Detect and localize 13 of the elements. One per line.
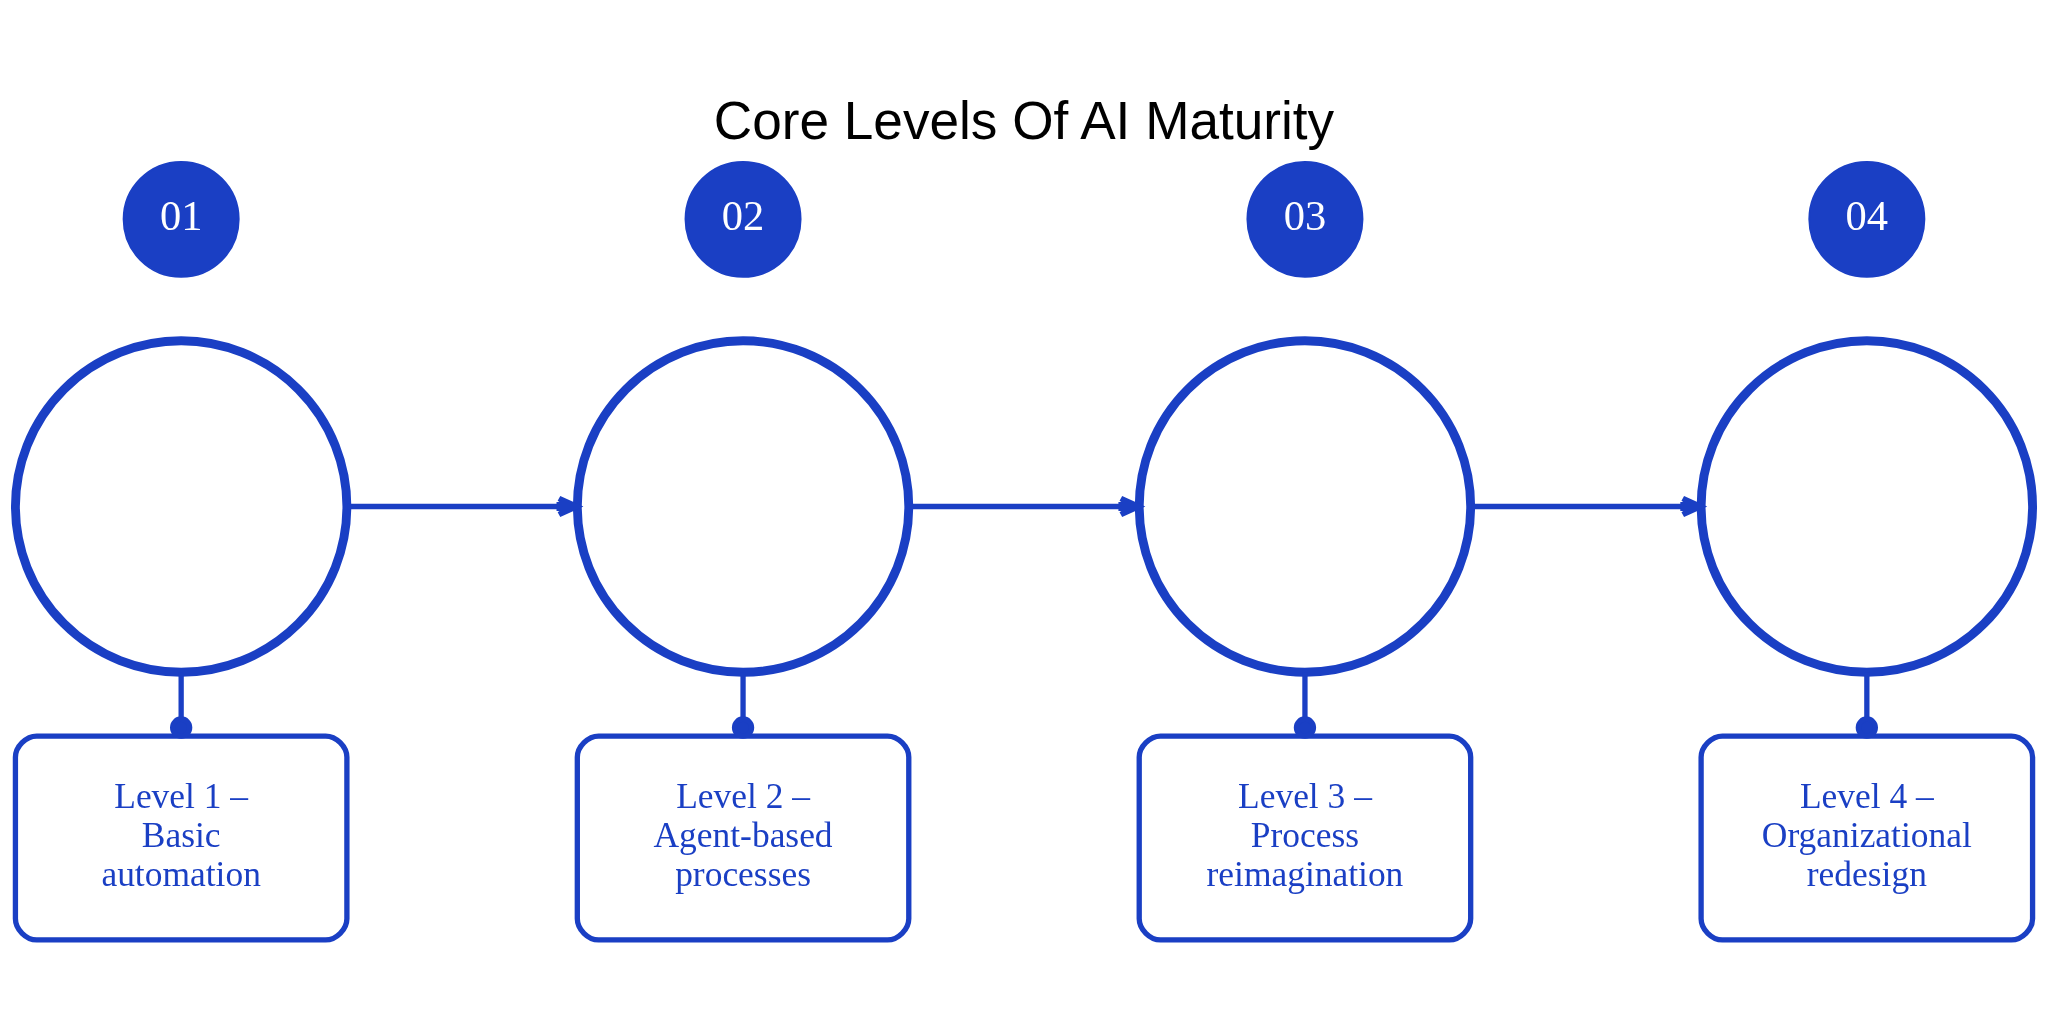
node-circle: 04 bbox=[1808, 160, 1926, 278]
node-circle bbox=[572, 335, 914, 677]
node-circle: 02 bbox=[684, 160, 802, 278]
node-circle: 03 bbox=[1246, 160, 1364, 278]
node-circle bbox=[11, 335, 352, 677]
node-circle: 01 bbox=[122, 160, 240, 278]
node-box: Level 3 – Process reimagination bbox=[1136, 732, 1474, 943]
node-box: Level 2 – Agent-based processes bbox=[574, 732, 912, 943]
node-circle bbox=[1134, 335, 1476, 677]
node-box: Level 4 – Organizational redesign bbox=[1698, 732, 2036, 943]
node-circle bbox=[1696, 335, 2037, 677]
node-box: Level 1 – Basic automation bbox=[12, 732, 350, 943]
diagram-title: Core Levels Of AI Maturity bbox=[713, 90, 1335, 150]
